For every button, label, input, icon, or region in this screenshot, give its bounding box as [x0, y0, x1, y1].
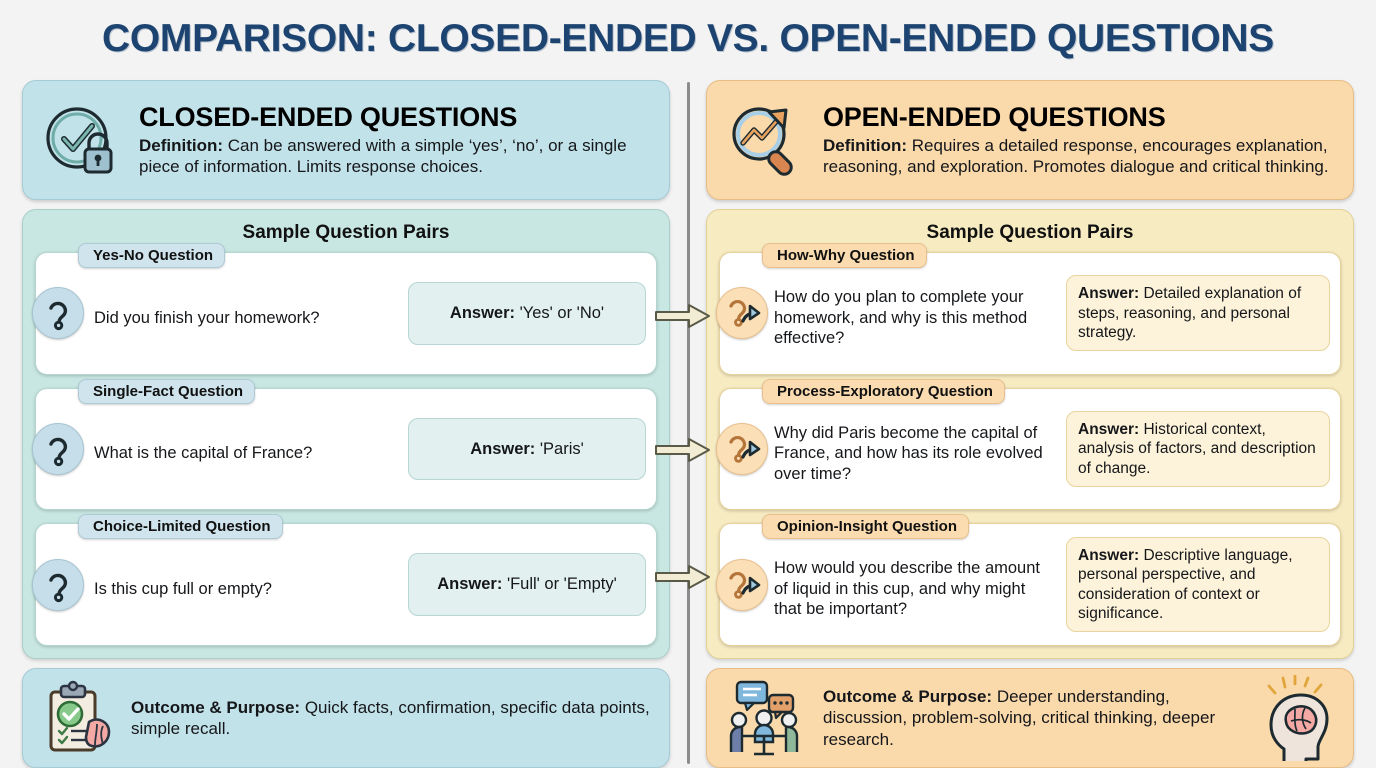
- outcome-label: Outcome & Purpose:: [823, 686, 993, 706]
- qa-card[interactable]: Opinion-Insight Question How would you d…: [716, 514, 1341, 647]
- definition-text: Can be answered with a simple ‘yes’, ‘no…: [139, 135, 627, 176]
- open-ended-header-panel: OPEN-ENDED QUESTIONS Definition: Require…: [706, 80, 1354, 200]
- answer-text: 'Full' or 'Empty': [502, 575, 617, 594]
- open-ended-qa-list: How-Why Question How do you plan to comp…: [716, 243, 1341, 647]
- open-ended-column: OPEN-ENDED QUESTIONS Definition: Require…: [688, 80, 1376, 768]
- connector-arrow: [655, 304, 710, 328]
- closed-ended-header-text: CLOSED-ENDED QUESTIONS Definition: Can b…: [139, 102, 653, 177]
- closed-ended-heading: CLOSED-ENDED QUESTIONS: [139, 102, 518, 133]
- open-ended-outcome-text: Outcome & Purpose: Deeper understanding,…: [823, 686, 1241, 750]
- question-type-label: Choice-Limited Question: [78, 514, 283, 540]
- answer-label: Answer:: [449, 304, 516, 323]
- open-ended-heading: OPEN-ENDED QUESTIONS: [823, 102, 1166, 133]
- question-type-label: Process-Exploratory Question: [762, 378, 1005, 404]
- question-type-label: Opinion-Insight Question: [762, 514, 969, 540]
- qa-card-body: Why did Paris become the capital of Fran…: [774, 410, 1330, 488]
- closed-ended-outcome-text: Outcome & Purpose: Quick facts, confirma…: [131, 697, 655, 740]
- definition-label: Definition:: [139, 135, 224, 155]
- open-ended-outcome-panel: Outcome & Purpose: Deeper understanding,…: [706, 668, 1354, 768]
- answer-text: Descriptive language, personal perspecti…: [1078, 546, 1293, 623]
- question-text: How do you plan to complete your homewor…: [774, 288, 1028, 348]
- qa-card-body: Is this cup full or empty? Answer: 'Full…: [90, 553, 646, 616]
- closed-ended-sample-panel: Sample Question Pairs Yes-No Question Di…: [22, 209, 670, 659]
- qa-card[interactable]: Choice-Limited Question Is this cup full…: [32, 514, 657, 647]
- answer-box: Answer: 'Full' or 'Empty': [408, 553, 646, 616]
- question-mark-icon: [32, 558, 84, 611]
- answer-label: Answer:: [1078, 420, 1140, 438]
- answer-box: Answer: Detailed explanation of steps, r…: [1066, 275, 1330, 352]
- check-circle-lock-icon: [39, 97, 125, 183]
- question-text: How would you describe the amount of liq…: [774, 559, 1040, 619]
- open-ended-definition: Definition: Requires a detailed response…: [823, 135, 1337, 177]
- open-ended-sample-heading: Sample Question Pairs: [926, 222, 1134, 243]
- question-text: Is this cup full or empty?: [94, 579, 272, 598]
- question-type-label: Single-Fact Question: [78, 378, 256, 404]
- answer-text: Detailed explanation of steps, reasoning…: [1078, 285, 1302, 342]
- closed-ended-column: CLOSED-ENDED QUESTIONS Definition: Can b…: [0, 80, 688, 768]
- discussion-group-icon: [721, 676, 809, 760]
- connector-arrow: [655, 565, 710, 589]
- answer-label: Answer:: [470, 439, 536, 458]
- closed-ended-outcome-panel: Outcome & Purpose: Quick facts, confirma…: [22, 668, 670, 768]
- qa-card-body: What is the capital of France? Answer: '…: [90, 417, 646, 481]
- answer-text: 'Yes' or 'No': [515, 304, 605, 323]
- clipboard-brain-icon: [37, 678, 117, 758]
- answer-label: Answer:: [1078, 546, 1140, 564]
- qa-card[interactable]: Yes-No Question Did you finish your home…: [32, 243, 657, 375]
- closed-ended-header-panel: CLOSED-ENDED QUESTIONS Definition: Can b…: [22, 80, 670, 200]
- qa-card[interactable]: Process-Exploratory Question Why did Par…: [716, 378, 1341, 511]
- answer-label: Answer:: [1078, 285, 1140, 303]
- question-mark-arrow-icon: [716, 558, 768, 611]
- outcome-label: Outcome & Purpose:: [131, 697, 301, 717]
- qa-card[interactable]: Single-Fact Question What is the capital…: [32, 378, 657, 511]
- question-mark-icon: [32, 423, 84, 475]
- question-text: What is the capital of France?: [94, 444, 313, 463]
- comparison-columns: CLOSED-ENDED QUESTIONS Definition: Can b…: [0, 80, 1376, 768]
- closed-ended-definition: Definition: Can be answered with a simpl…: [139, 135, 653, 177]
- magnifier-growth-arrow-icon: [723, 97, 809, 183]
- question-type-label: How-Why Question: [762, 243, 927, 268]
- closed-ended-qa-list: Yes-No Question Did you finish your home…: [32, 243, 657, 647]
- question-type-label: Yes-No Question: [78, 243, 226, 268]
- column-divider: [687, 82, 690, 764]
- definition-text: Requires a detailed response, encourages…: [823, 135, 1329, 176]
- connector-arrow: [655, 438, 710, 462]
- question-mark-arrow-icon: [716, 287, 768, 340]
- qa-card-body: Did you finish your homework? Answer: 'Y…: [90, 282, 646, 345]
- answer-box: Answer: 'Paris': [408, 417, 646, 481]
- answer-box: Answer: 'Yes' or 'No': [408, 282, 646, 345]
- question-text: Why did Paris become the capital of Fran…: [774, 423, 1043, 483]
- closed-ended-sample-heading: Sample Question Pairs: [242, 222, 450, 243]
- answer-box: Answer: Descriptive language, personal p…: [1066, 536, 1330, 633]
- answer-box: Answer: Historical context, analysis of …: [1066, 410, 1330, 488]
- head-brain-idea-icon: [1255, 674, 1339, 768]
- question-mark-arrow-icon: [716, 423, 768, 475]
- answer-label: Answer:: [437, 575, 503, 594]
- qa-card-body: How would you describe the amount of liq…: [774, 536, 1330, 633]
- page-title: COMPARISON: CLOSED-ENDED VS. OPEN-ENDED …: [101, 17, 1275, 60]
- qa-card[interactable]: How-Why Question How do you plan to comp…: [716, 243, 1341, 375]
- outcome-body: Quick facts, confirmation, specific data…: [131, 697, 650, 738]
- outcome-body: Deeper understanding, discussion, proble…: [823, 686, 1216, 749]
- answer-text: 'Paris': [535, 439, 584, 458]
- open-ended-sample-panel: Sample Question Pairs How-Why Question H…: [706, 209, 1354, 659]
- question-mark-icon: [32, 287, 84, 340]
- open-ended-header-text: OPEN-ENDED QUESTIONS Definition: Require…: [823, 102, 1337, 177]
- definition-label: Definition:: [823, 135, 908, 155]
- qa-card-body: How do you plan to complete your homewor…: [774, 275, 1330, 352]
- answer-text: Historical context, analysis of factors,…: [1078, 420, 1316, 477]
- question-text: Did you finish your homework?: [94, 308, 320, 327]
